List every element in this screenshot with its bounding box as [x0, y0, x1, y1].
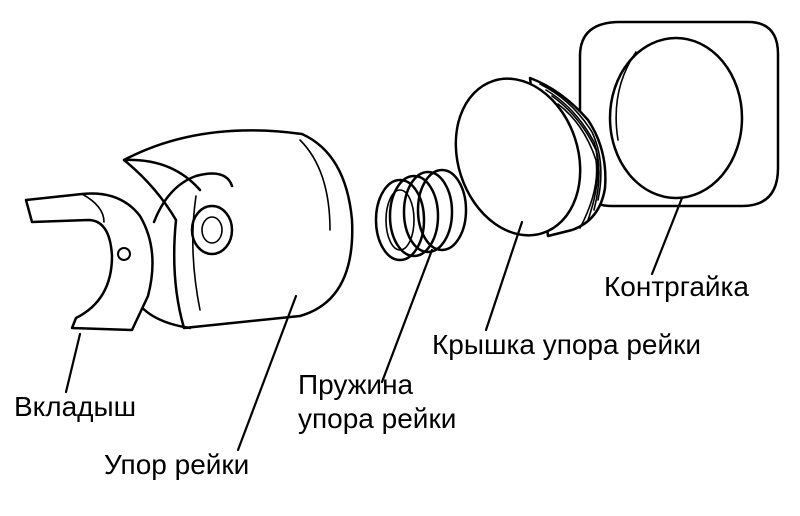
rack-guide-spring-part: [374, 168, 468, 262]
label-spring-line2: упора рейки: [298, 403, 456, 434]
rack-guide-cap-part: [454, 76, 607, 238]
label-spring-line1: Пружина: [298, 369, 414, 400]
label-locknut: Контргайка: [604, 271, 749, 302]
leader-lines: [64, 196, 684, 452]
rack-guide-part: [122, 129, 354, 330]
label-rack-guide: Упор рейки: [104, 449, 249, 480]
label-liner: Вкладыш: [14, 391, 136, 422]
rack-guide-leader: [236, 294, 298, 452]
liner-leader: [64, 332, 82, 394]
label-cap: Крышка упора рейки: [432, 329, 701, 360]
locknut-leader: [650, 196, 684, 276]
cap-leader: [484, 220, 524, 332]
spring-leader: [380, 248, 434, 384]
liner-part: [24, 192, 154, 332]
locknut-part: [578, 20, 780, 208]
